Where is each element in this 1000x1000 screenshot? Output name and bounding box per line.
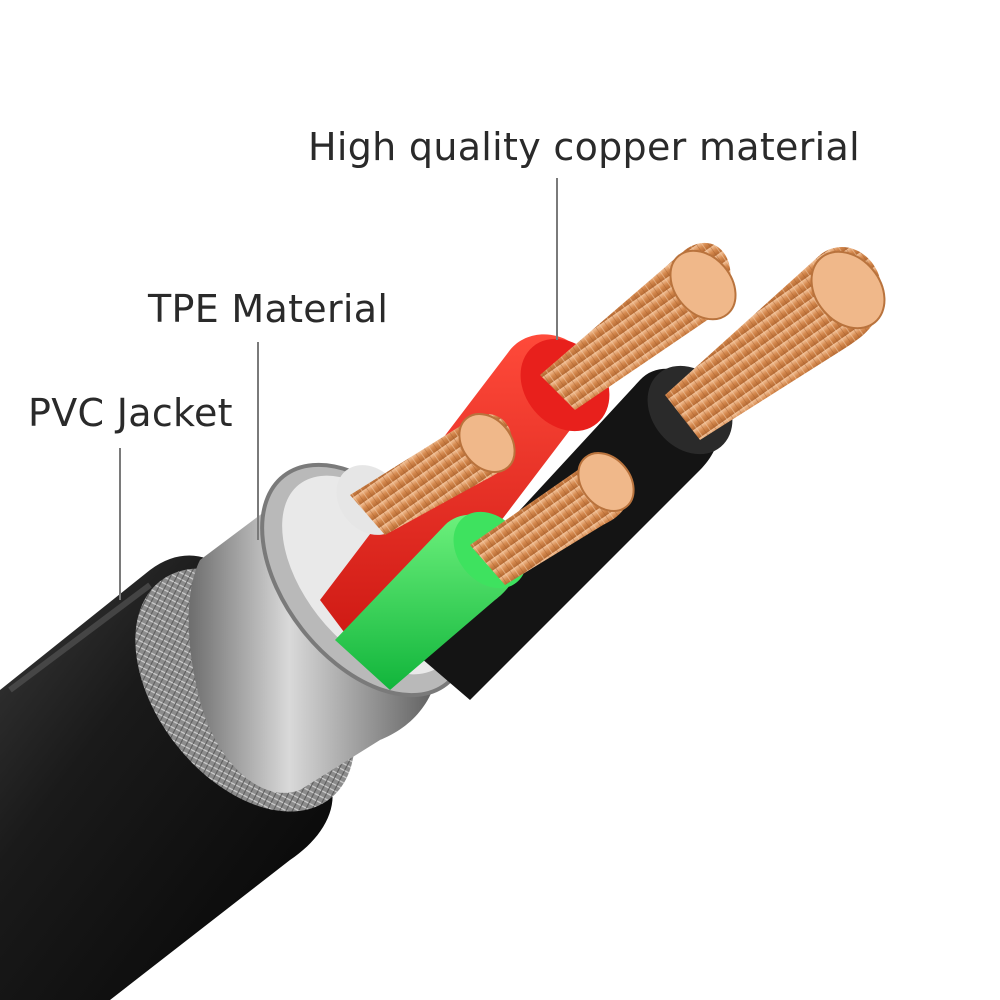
- copper-strand-white-tip: [458, 413, 516, 473]
- pvc-jacket-label: PVC Jacket: [28, 391, 233, 435]
- pvc-jacket-highlight: [8, 582, 152, 693]
- copper-strand-red-tip: [669, 249, 737, 321]
- copper-material-label: High quality copper material: [308, 125, 860, 169]
- copper-strand-black-tip: [810, 250, 886, 330]
- tpe-material-label: TPE Material: [148, 287, 389, 331]
- copper-strand-green-tip: [577, 452, 635, 512]
